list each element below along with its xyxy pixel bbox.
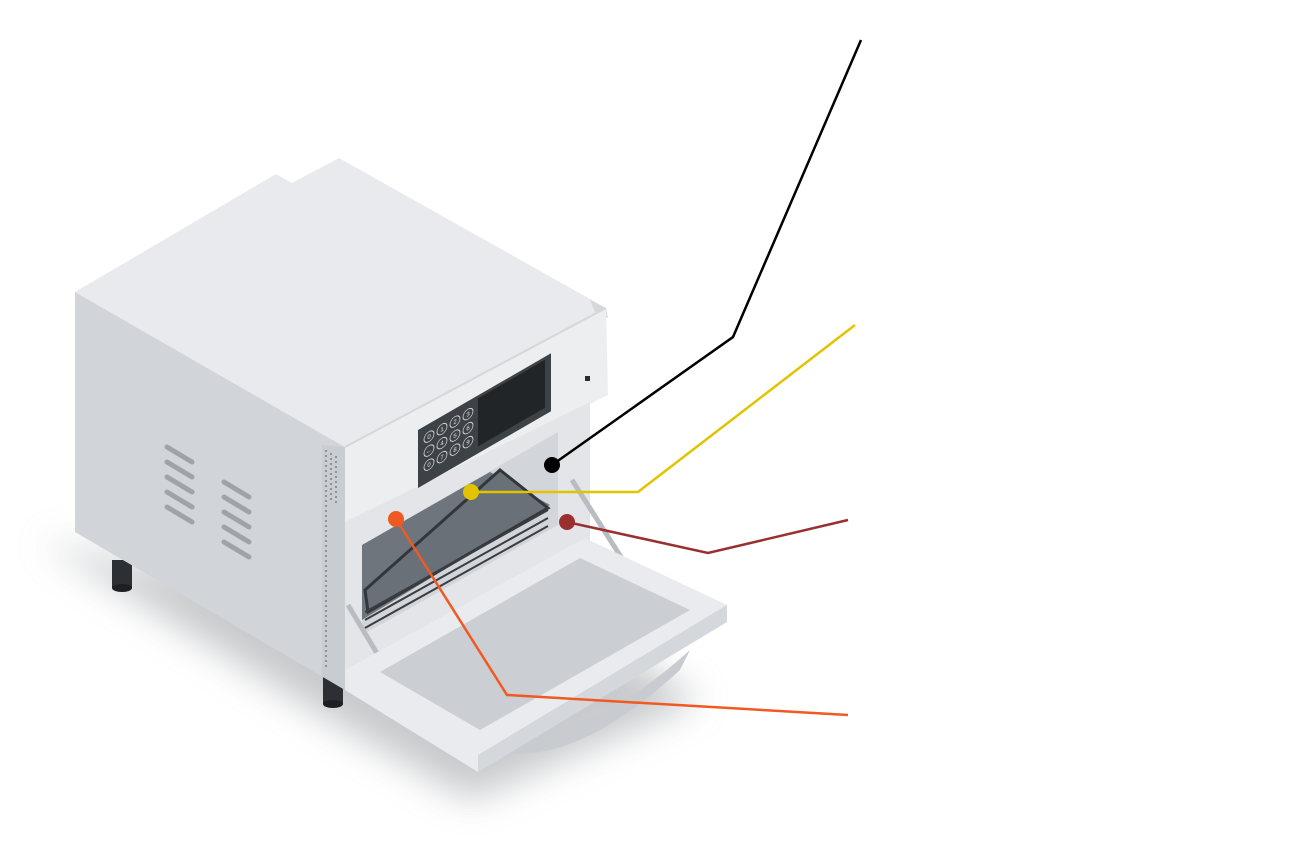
key-9[interactable]: 9: [462, 434, 474, 450]
key-4[interactable]: 4: [436, 435, 448, 451]
svg-text:1: 1: [440, 425, 444, 434]
key-6[interactable]: 6: [462, 420, 474, 436]
oven-top: [75, 158, 606, 447]
svg-text:6: 6: [466, 424, 470, 433]
oven-side-panel: [75, 292, 345, 690]
callout-darkred: [559, 514, 849, 555]
svg-text:0: 0: [427, 433, 431, 442]
key-back[interactable]: ←: [423, 443, 435, 459]
svg-text:9: 9: [466, 438, 470, 447]
svg-text:2: 2: [453, 418, 457, 427]
callout-orange: [388, 511, 849, 717]
key-8[interactable]: 8: [449, 442, 461, 458]
svg-text:3: 3: [466, 410, 470, 419]
side-perforations: [325, 450, 337, 670]
wire-rack: [364, 509, 549, 629]
svg-text:7: 7: [440, 453, 444, 462]
indicator-light: [585, 376, 590, 381]
key-1[interactable]: 1: [436, 421, 448, 437]
key-7[interactable]: 7: [436, 449, 448, 465]
svg-text:0: 0: [427, 461, 431, 470]
svg-text:5: 5: [453, 432, 457, 441]
callout-yellow: [463, 324, 856, 500]
key-0[interactable]: 0: [423, 429, 435, 445]
keypad-buttons: 0 1 2 3 ← 4 5 6 0 7 8 9: [423, 406, 474, 473]
key-0b[interactable]: 0: [423, 457, 435, 473]
control-keypad-panel: 0 1 2 3 ← 4 5 6 0 7 8 9: [418, 353, 551, 488]
callout-dot-black: [544, 457, 560, 473]
side-vents: [164, 444, 252, 560]
key-3[interactable]: 3: [462, 406, 474, 422]
key-2[interactable]: 2: [449, 414, 461, 430]
svg-text:8: 8: [453, 446, 457, 455]
callout-dot-darkred: [559, 514, 575, 530]
svg-text:←: ←: [426, 446, 432, 456]
callout-dot-orange: [388, 511, 404, 527]
callout-black: [544, 39, 863, 473]
cooking-tray: [363, 468, 551, 615]
display-screen: [478, 359, 545, 447]
svg-text:4: 4: [440, 439, 444, 448]
callout-dot-yellow: [463, 484, 479, 500]
key-5[interactable]: 5: [449, 428, 461, 444]
door-window: [380, 558, 690, 730]
